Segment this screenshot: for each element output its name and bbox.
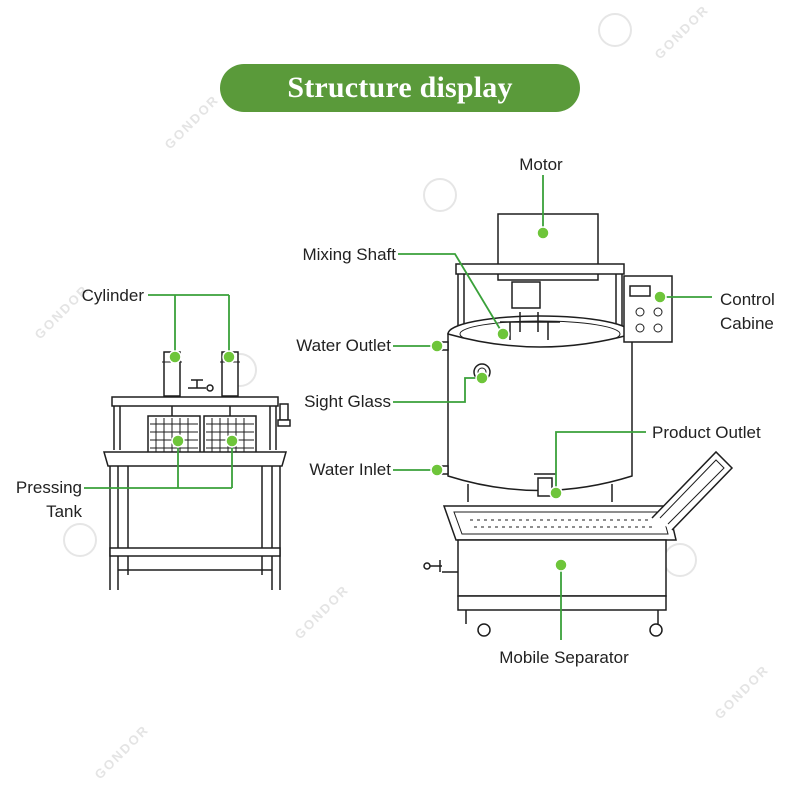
label-cylinder: Cylinder: [82, 286, 145, 305]
watermark-text: GONDOR: [162, 92, 222, 152]
motor-dot: [536, 226, 550, 240]
watermark-text: GONDOR: [712, 662, 772, 722]
leader-lines: [84, 175, 712, 640]
water-outlet-dot: [430, 339, 444, 353]
mobile-separator-dot: [554, 558, 568, 572]
control-cabine-dot: [653, 290, 667, 304]
label-product-outlet: Product Outlet: [652, 423, 761, 442]
water-inlet-dot: [430, 463, 444, 477]
cooking-machine: [435, 213, 673, 502]
sight-glass-leader: [393, 377, 482, 403]
label-pressing-line2: Tank: [46, 502, 82, 521]
label-motor: Motor: [519, 155, 563, 174]
label-water-inlet: Water Inlet: [309, 460, 391, 479]
page-title: Structure display: [287, 71, 513, 104]
cylinder-dot: [168, 350, 182, 364]
label-water-outlet: Water Outlet: [296, 336, 391, 355]
watermark-text: GONDOR: [292, 582, 352, 642]
product-outlet-leader: [555, 431, 646, 493]
mixing-shaft-dot: [496, 327, 510, 341]
part-labels: Motor Mixing Shaft Control Cabine Water …: [16, 155, 775, 667]
label-control-line2: Cabine: [720, 314, 774, 333]
pressing-tank-dot: [171, 434, 185, 448]
label-mixing-shaft: Mixing Shaft: [302, 245, 396, 264]
cylinder-dot: [222, 350, 236, 364]
label-pressing-line1: Pressing: [16, 478, 82, 497]
title-banner: Structure display: [220, 64, 580, 112]
label-sight-glass: Sight Glass: [304, 392, 391, 411]
label-mobile-separator: Mobile Separator: [499, 648, 629, 667]
pressing-machine: [103, 351, 291, 590]
watermark-text: GONDOR: [92, 722, 152, 782]
product-outlet-dot: [549, 486, 563, 500]
marker-dots: [168, 226, 667, 572]
label-control-line1: Control: [720, 290, 775, 309]
mixing-shaft-leader: [398, 253, 504, 335]
pressing-tank-dot: [225, 434, 239, 448]
watermarks: GONDOR GONDOR GONDOR GONDOR GONDOR GONDO…: [32, 2, 772, 782]
sight-glass-dot: [475, 371, 489, 385]
watermark-text: GONDOR: [652, 2, 712, 62]
